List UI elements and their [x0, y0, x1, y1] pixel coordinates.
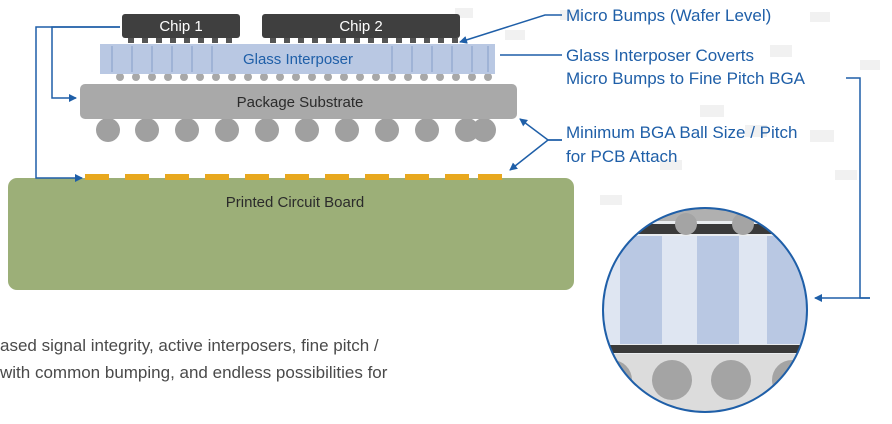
callout-micro-bumps: Micro Bumps (Wafer Level) — [566, 6, 772, 25]
chip-1-label: Chip 1 — [159, 18, 202, 35]
pcb-label: Printed Circuit Board — [226, 194, 364, 211]
body-text-line-1: ased signal integrity, active interposer… — [0, 336, 379, 355]
pcb-pads — [85, 174, 502, 180]
body-text-line-2: with common bumping, and endless possibi… — [0, 363, 388, 382]
package-substrate-label: Package Substrate — [237, 94, 364, 111]
background-tiles — [455, 8, 880, 205]
micro-bumps — [128, 38, 458, 43]
left-bracket-arrows — [35, 26, 120, 182]
chip-2-label: Chip 2 — [339, 18, 382, 35]
callout-interposer-line1: Glass Interposer Coverts — [566, 46, 755, 65]
chip-2-block — [262, 14, 460, 38]
package-substrate-block — [80, 84, 517, 119]
chip-1-block — [122, 14, 240, 38]
interposer-bumps — [116, 73, 492, 81]
glass-interposer-label: Glass Interposer — [243, 51, 353, 68]
interposer-vias — [111, 46, 489, 72]
callout-bga-line2: for PCB Attach — [566, 147, 678, 166]
callout-bga-line1: Minimum BGA Ball Size / Pitch — [566, 123, 798, 142]
callout-arrows — [459, 14, 870, 302]
bga-balls — [96, 118, 496, 142]
zoom-detail — [602, 207, 808, 413]
callout-interposer-line2: Micro Bumps to Fine Pitch BGA — [566, 69, 806, 88]
glass-interposer-block — [100, 44, 495, 74]
pcb-block — [8, 178, 574, 290]
